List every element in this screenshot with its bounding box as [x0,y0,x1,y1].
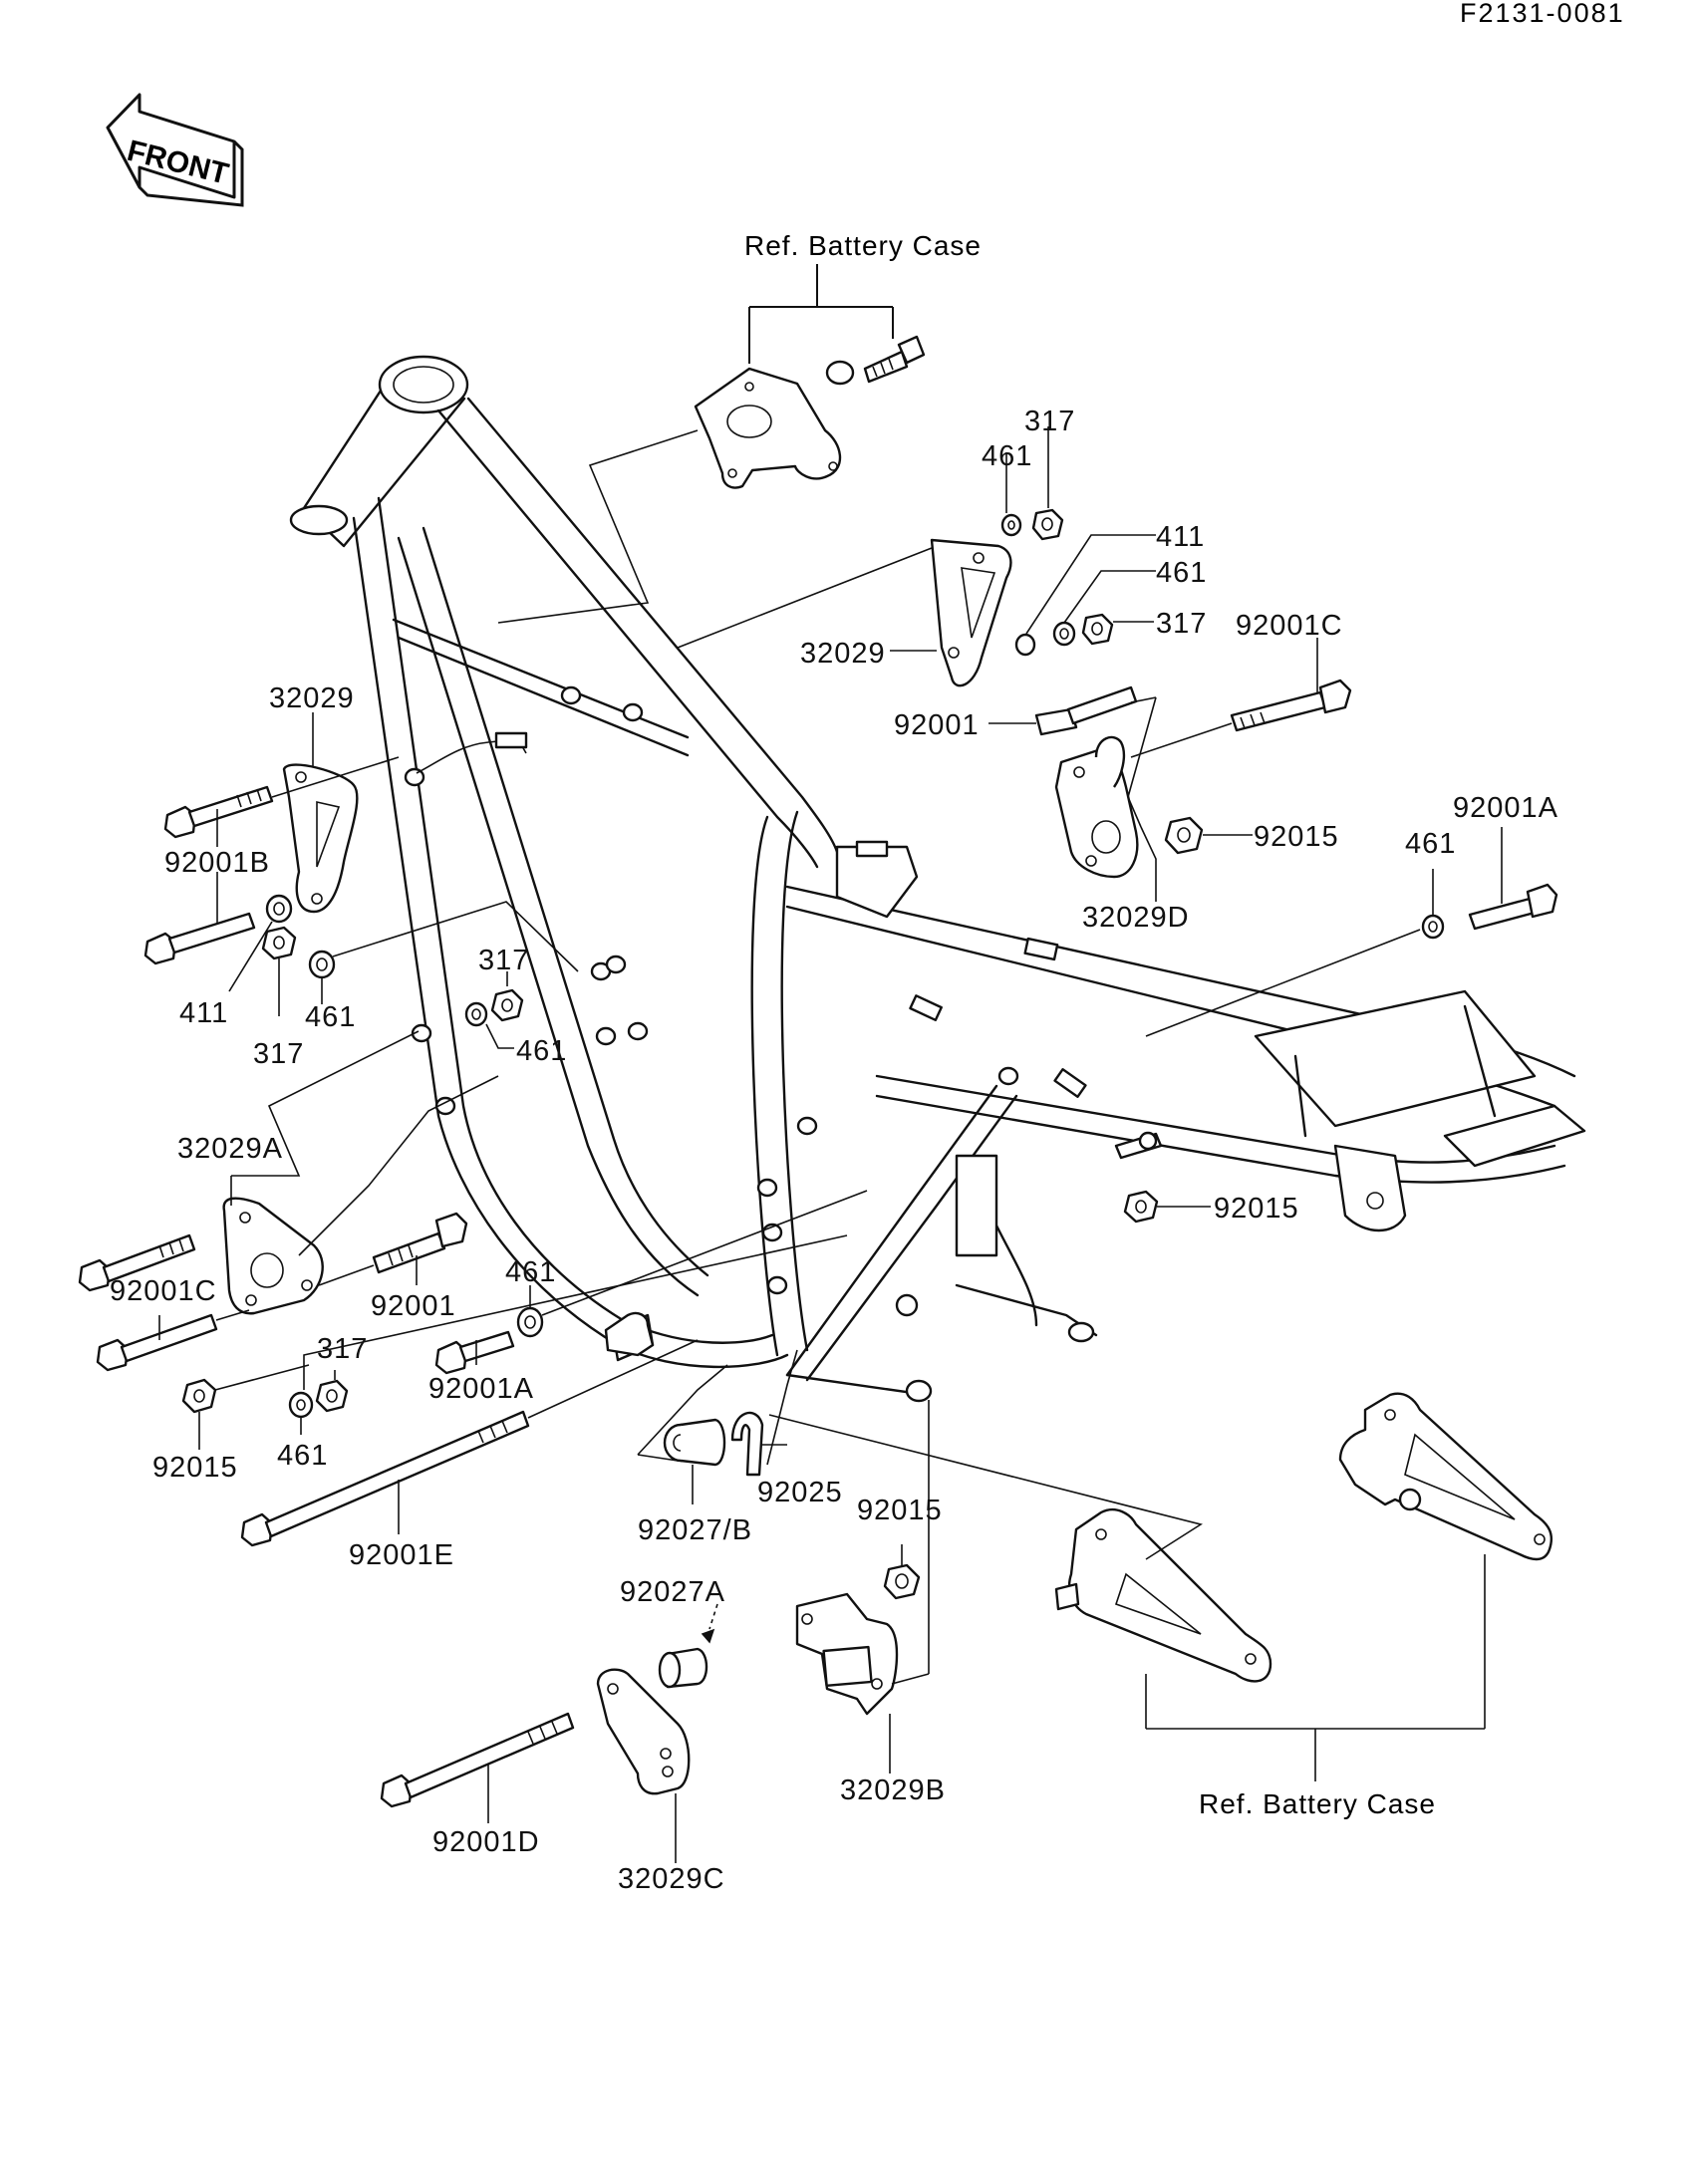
label-92001-left: 92001 [371,1290,456,1322]
fasteners-far-right [1421,883,1558,940]
nut-92015-left [181,1378,217,1414]
label-92015-upper-right: 92015 [1254,821,1339,853]
label-92001B: 92001B [164,847,270,879]
nut-92015-lower [883,1563,921,1600]
bolt-92001B [163,785,274,839]
bolt-92001-upper [1034,685,1138,736]
nut-317-lower-left [315,1379,349,1413]
label-92015-right-center: 92015 [1214,1193,1299,1225]
frame [289,355,1586,1403]
label-92025: 92025 [757,1477,843,1508]
bracket-32029-left [282,763,359,914]
label-317-lower-left: 317 [317,1333,368,1365]
label-92001C-left: 92001C [110,1275,217,1307]
washer-461-lower-left [288,1391,314,1419]
label-461-lower-center: 461 [505,1256,556,1288]
bolt-92001C-left-upper [78,1233,196,1292]
nut-92015-upper [1164,816,1204,855]
label-92015-lower-left: 92015 [152,1452,238,1484]
label-92015-lower: 92015 [857,1495,943,1526]
label-461-right: 461 [1405,828,1456,860]
label-411-top: 411 [1156,521,1205,553]
fasteners-center [464,988,524,1027]
label-92001A-lower: 92001A [428,1373,534,1405]
fasteners-upper-right [1000,508,1114,657]
bracket-32029A [222,1197,324,1315]
label-461-top: 461 [982,440,1032,472]
label-461-mid: 461 [1156,557,1207,589]
battery-case-bracket-top [694,335,926,489]
label-92001-top: 92001 [894,709,980,741]
label-32029C: 32029C [618,1863,725,1895]
diagram-id: F2131-0081 [1460,0,1625,28]
collar-92027B [663,1418,726,1467]
bolt-92001A-lower [434,1330,515,1375]
battery-case-bracket-left [1054,1507,1272,1683]
bolt-92001E [240,1410,530,1547]
label-411-left: 411 [179,997,228,1029]
nut-92015-right-center [1123,1190,1159,1224]
label-317-left: 317 [253,1038,304,1070]
ref-bottom-label: Ref. Battery Case [1199,1788,1436,1819]
bracket-32029-right [930,538,1012,687]
label-317-center: 317 [478,945,529,976]
bolt-92001B-lower [143,912,256,965]
label-32029D: 32029D [1082,902,1190,934]
label-32029-left: 32029 [269,682,355,714]
plate-32029C [596,1668,691,1795]
label-92001D: 92001D [432,1826,540,1858]
label-92027B: 92027/B [638,1514,752,1546]
label-461-lower-left: 461 [277,1440,328,1472]
label-461-left: 461 [305,1001,356,1033]
bolt-92001C-upper [1230,679,1352,732]
washer-461-left [308,950,336,979]
label-317-mid: 317 [1156,608,1207,640]
bolt-92001C-left-lower [96,1313,218,1372]
clip-92025 [730,1411,764,1477]
bolt-92001-left [372,1212,468,1274]
washer-411-left [265,894,293,924]
label-32029-right: 32029 [800,638,886,670]
label-92001E: 92001E [349,1539,454,1571]
bolt-92001D [380,1712,575,1808]
bracket-32029B [795,1592,899,1716]
battery-case-bracket-right [1338,1392,1553,1561]
label-317-top: 317 [1024,406,1075,437]
label-92001A-right: 92001A [1453,792,1558,824]
label-92027A: 92027A [620,1576,725,1608]
part-labels: 317 461 411 461 317 92001C 32029 92001 3… [110,406,1558,1895]
label-32029B: 32029B [840,1774,946,1806]
front-arrow-icon: FRONT [106,93,244,207]
collar-92027A [658,1647,708,1689]
nut-317-left [261,926,297,960]
label-461-center: 461 [516,1035,567,1067]
label-92001C-top: 92001C [1236,610,1343,642]
label-32029A: 32029A [177,1133,283,1165]
bracket-32029D [1054,735,1139,879]
washer-461-center [516,1306,544,1338]
ref-top-label: Ref. Battery Case [744,230,982,261]
